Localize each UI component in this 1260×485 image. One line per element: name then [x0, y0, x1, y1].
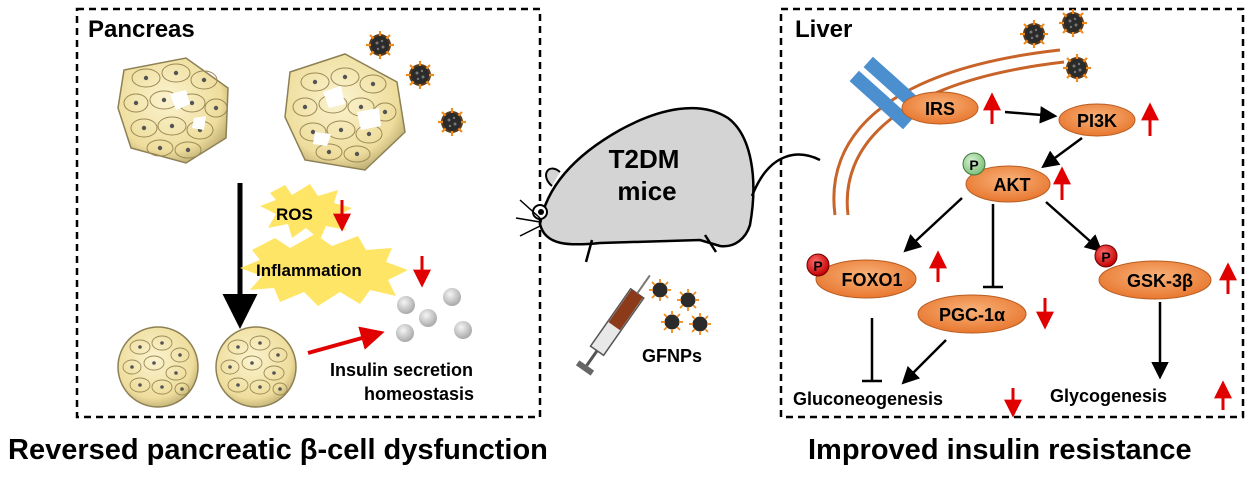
- inflammation-label: Inflammation: [256, 261, 362, 280]
- cell-membrane: [832, 48, 1061, 216]
- liver-caption: Improved insulin resistance: [808, 434, 1192, 466]
- nanoparticle-icon: [364, 29, 396, 61]
- pi3k-node: PI3K: [1058, 103, 1136, 137]
- svg-text:PI3K: PI3K: [1077, 111, 1117, 131]
- ros-burst: [260, 184, 352, 240]
- mouse-label-line2: mice: [617, 176, 676, 206]
- nanoparticle-icon: [436, 106, 468, 138]
- syringe-icon: [575, 274, 651, 376]
- healthy-islet-icon: [117, 326, 199, 408]
- ros-label: ROS: [276, 205, 313, 224]
- phosphate-icon: P: [1094, 244, 1118, 268]
- liver-title: Liver: [795, 16, 852, 43]
- foxo1-node: FOXO1: [815, 259, 917, 299]
- mouse-illustration-icon: [515, 106, 821, 263]
- nanoparticle-icon: [1061, 52, 1093, 84]
- nanoparticle-icon: [1018, 18, 1050, 50]
- phosphate-icon: P: [806, 253, 830, 277]
- svg-text:GSK-3β: GSK-3β: [1127, 271, 1193, 291]
- nanoparticle-icon: [404, 59, 436, 91]
- akt-to-gsk3b-arrow: [1045, 201, 1103, 253]
- svg-text:PGC-1α: PGC-1α: [939, 305, 1005, 325]
- nanoparticle-icon: [688, 312, 712, 336]
- pgc1a-to-gluconeogenesis-arrow: [901, 339, 947, 385]
- secretion-arrow: [307, 326, 385, 355]
- svg-text:FOXO1: FOXO1: [841, 270, 902, 290]
- nanoparticle-icon: [660, 310, 684, 334]
- nanoparticle-icon: [1057, 7, 1089, 39]
- irs-node: IRS: [901, 91, 979, 125]
- svg-text:AKT: AKT: [994, 175, 1031, 195]
- pgc1a-node: PGC-1α: [917, 294, 1027, 334]
- gluconeogenesis-label: Gluconeogenesis: [793, 389, 943, 409]
- nanoparticle-icon: [648, 278, 672, 302]
- insulin-granules-icon: [396, 288, 472, 342]
- gfnps-label: GFNPs: [642, 346, 702, 366]
- liver-panel-border: [779, 7, 1245, 419]
- akt-node: AKT: [965, 165, 1051, 203]
- healthy-islet-icon: [215, 326, 297, 408]
- svg-text:IRS: IRS: [925, 99, 955, 119]
- irs-to-pi3k-arrow: [1004, 106, 1058, 124]
- damaged-islet-left-icon: [117, 57, 229, 164]
- svg-text:P: P: [1101, 249, 1110, 265]
- svg-text:P: P: [969, 157, 978, 173]
- pancreas-caption: Reversed pancreatic β-cell dysfunction: [8, 434, 548, 466]
- mouse-label-line1: T2DM: [609, 144, 680, 174]
- phosphate-icon: P: [962, 152, 986, 176]
- gsk3b-node: GSK-3β: [1098, 260, 1212, 300]
- akt-to-foxo1-arrow: [903, 197, 963, 253]
- inflammation-burst: [240, 234, 408, 306]
- pi3k-to-akt-arrow: [1041, 136, 1083, 169]
- homeostasis-label: homeostasis: [364, 384, 474, 404]
- glycogenesis-label: Glycogenesis: [1050, 386, 1167, 406]
- nanoparticle-icon: [676, 288, 700, 312]
- pancreas-title: Pancreas: [88, 16, 195, 43]
- svg-text:P: P: [813, 258, 822, 274]
- damaged-islet-right-icon: [284, 53, 406, 171]
- insulin-secretion-label: Insulin secretion: [330, 360, 473, 380]
